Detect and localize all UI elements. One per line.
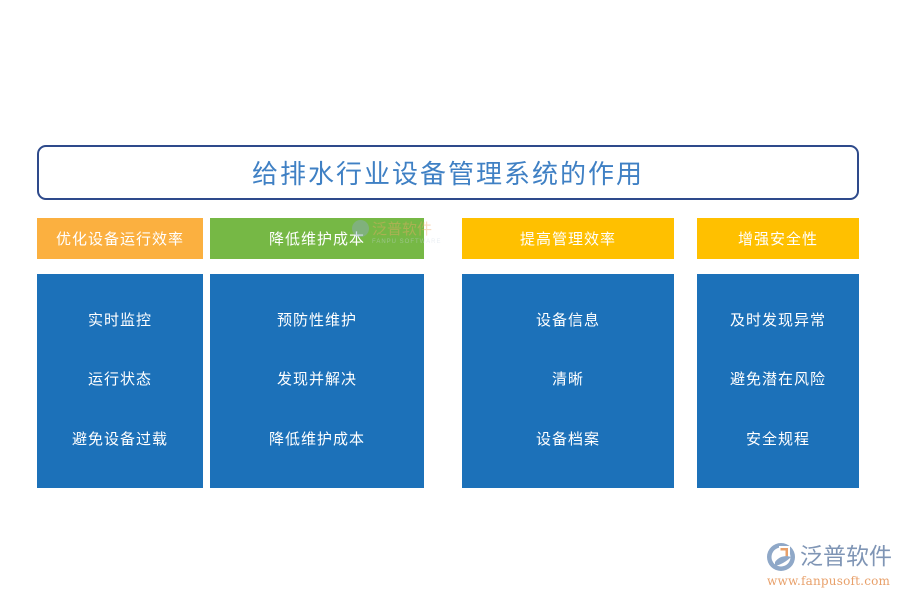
list-item: 及时发现异常 — [729, 311, 826, 330]
list-item: 运行状态 — [87, 370, 152, 389]
list-item: 避免设备过载 — [71, 429, 168, 448]
category-body-3: 设备信息 清晰 设备档案 — [462, 274, 674, 488]
category-body-1: 实时监控 运行状态 避免设备过载 — [37, 274, 203, 488]
corporate-logo: 泛普软件 www.fanpusoft.com — [766, 542, 894, 590]
list-item: 降低维护成本 — [268, 429, 365, 448]
logo-row: 泛普软件 — [766, 542, 894, 572]
category-header-4[interactable]: 增强安全性 — [697, 218, 859, 259]
category-column-2: 降低维护成本 预防性维护 发现并解决 降低维护成本 — [210, 218, 439, 488]
list-item: 清晰 — [551, 370, 584, 389]
title-banner: 给排水行业设备管理系统的作用 — [37, 145, 859, 200]
category-body-2: 预防性维护 发现并解决 降低维护成本 — [210, 274, 424, 488]
category-header-2[interactable]: 降低维护成本 — [210, 218, 424, 259]
logo-url: www.fanpusoft.com — [767, 574, 891, 588]
category-column-1: 优化设备运行效率 实时监控 运行状态 避免设备过载 — [37, 218, 203, 488]
page-title: 给排水行业设备管理系统的作用 — [251, 160, 644, 190]
category-header-3[interactable]: 提高管理效率 — [462, 218, 674, 259]
list-item: 安全规程 — [745, 429, 810, 448]
list-item: 发现并解决 — [276, 370, 357, 389]
category-column-3: 提高管理效率 设备信息 清晰 设备档案 — [462, 218, 674, 488]
logo-brand-name: 泛普软件 — [800, 543, 892, 570]
list-item: 避免潜在风险 — [729, 370, 826, 389]
category-header-1[interactable]: 优化设备运行效率 — [37, 218, 203, 259]
category-body-4: 及时发现异常 避免潜在风险 安全规程 — [697, 274, 859, 488]
list-item: 设备档案 — [535, 429, 600, 448]
list-item: 实时监控 — [87, 311, 152, 330]
list-item: 预防性维护 — [276, 311, 357, 330]
fanpu-swoosh-icon — [766, 542, 796, 572]
list-item: 设备信息 — [535, 311, 600, 330]
category-column-4: 增强安全性 及时发现异常 避免潜在风险 安全规程 — [697, 218, 859, 488]
